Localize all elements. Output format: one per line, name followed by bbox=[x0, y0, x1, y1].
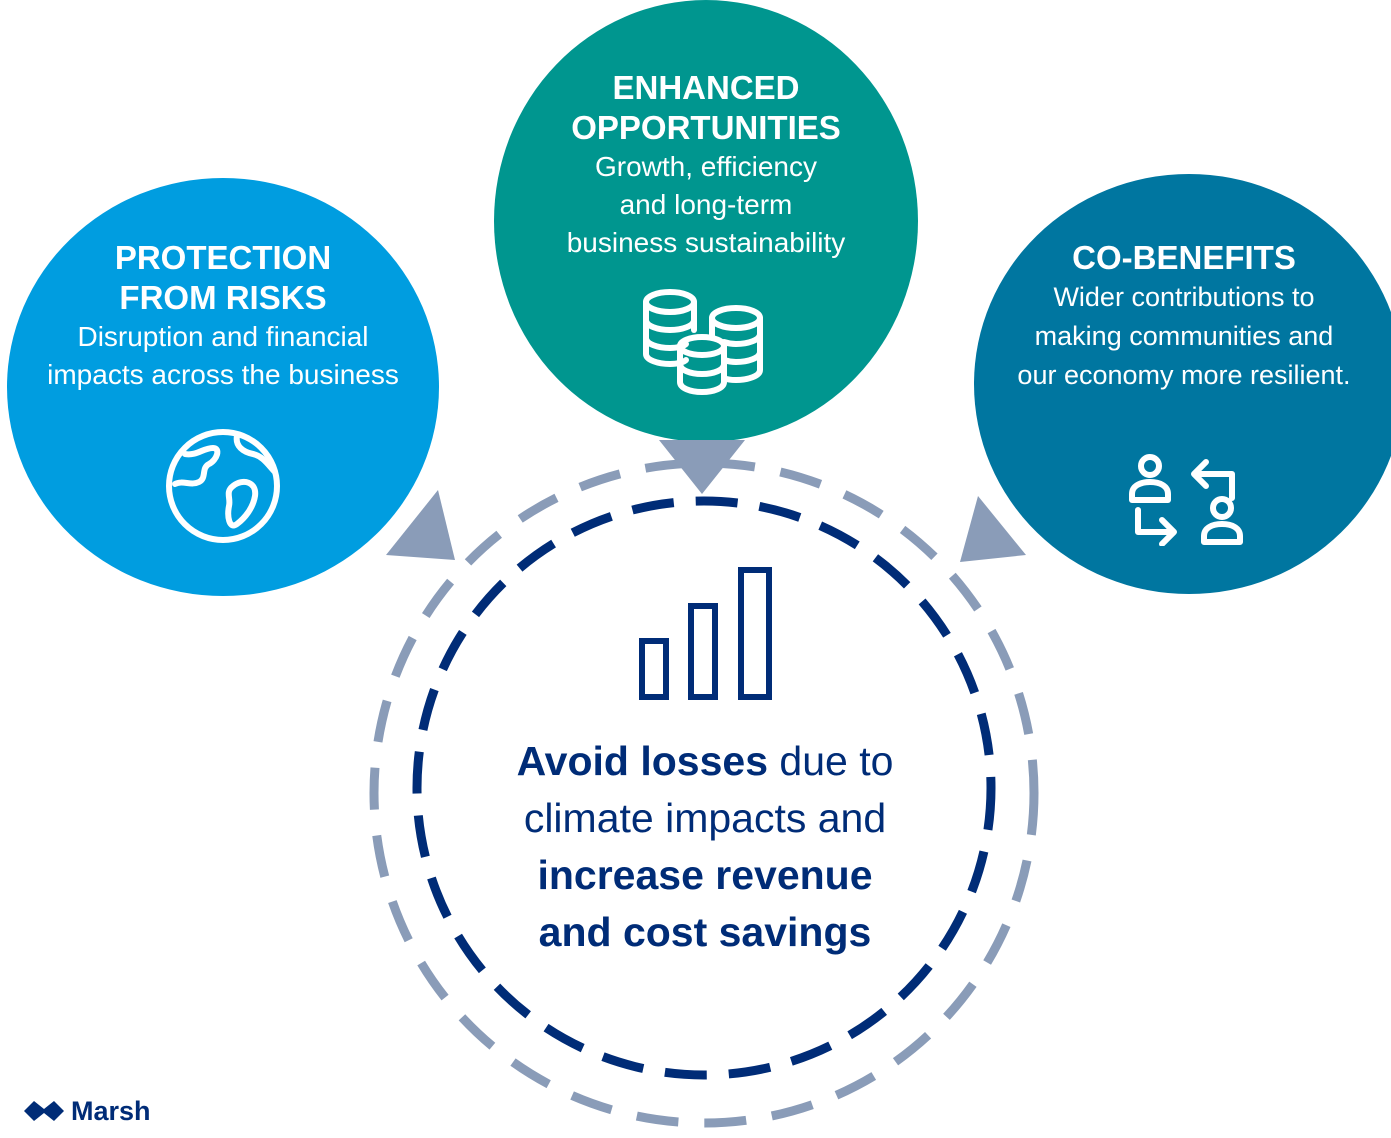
center-statement: Avoid losses due to climate impacts and … bbox=[455, 733, 955, 961]
center-line2: climate impacts and bbox=[523, 795, 887, 841]
coins-stack-icon bbox=[643, 289, 763, 396]
protection-title-line2: FROM RISKS bbox=[119, 279, 327, 316]
bar-chart-icon bbox=[639, 567, 772, 700]
arrow-from-cobenefits bbox=[960, 496, 1026, 562]
cobenefits-desc-line3: our economy more resilient. bbox=[1017, 360, 1351, 390]
protection-desc-line2: impacts across the business bbox=[47, 359, 399, 390]
inner-dashed-ring bbox=[412, 496, 996, 1080]
center-bold-increase-revenue: increase revenue bbox=[537, 852, 873, 898]
center-line4: and cost savings bbox=[455, 904, 955, 961]
marsh-logo-icon bbox=[24, 1101, 64, 1121]
opportunities-desc-line1: Growth, efficiency bbox=[594, 151, 818, 182]
protection-title-line1: PROTECTION bbox=[114, 239, 332, 276]
protection-from-risks-circle: PROTECTION FROM RISKS Disruption and fin… bbox=[7, 178, 439, 596]
people-exchange-icon bbox=[1129, 454, 1243, 546]
arrow-from-protection bbox=[386, 490, 455, 560]
arrow-from-opportunities bbox=[659, 440, 745, 494]
opportunities-desc-line2: and long-term bbox=[619, 189, 793, 220]
marsh-logo-text: Marsh bbox=[71, 1095, 151, 1126]
outer-dashed-ring bbox=[369, 458, 1039, 1128]
marsh-logo: Marsh bbox=[22, 1094, 151, 1128]
opportunities-title-line2: OPPORTUNITIES bbox=[571, 109, 841, 146]
cobenefits-desc-line1: Wider contributions to bbox=[1053, 282, 1315, 312]
center-bold-cost-savings: and cost savings bbox=[538, 909, 872, 955]
center-bold-avoid-losses: Avoid losses bbox=[516, 738, 768, 784]
opportunities-desc-line3: business sustainability bbox=[566, 227, 846, 258]
center-text-due-to: due to bbox=[768, 738, 894, 784]
enhanced-opportunities-circle: ENHANCED OPPORTUNITIES Growth, efficienc… bbox=[494, 0, 918, 442]
center-line1: Avoid losses due to bbox=[455, 733, 955, 790]
protection-desc-line1: Disruption and financial bbox=[77, 321, 369, 352]
opportunities-title-line1: ENHANCED bbox=[612, 69, 800, 106]
cobenefits-title: CO-BENEFITS bbox=[1072, 239, 1296, 276]
globe-icon bbox=[166, 429, 280, 543]
center-line3: increase revenue bbox=[455, 847, 955, 904]
cobenefits-desc-line2: making communities and bbox=[1034, 321, 1334, 351]
co-benefits-circle: CO-BENEFITS Wider contributions to makin… bbox=[974, 174, 1391, 594]
